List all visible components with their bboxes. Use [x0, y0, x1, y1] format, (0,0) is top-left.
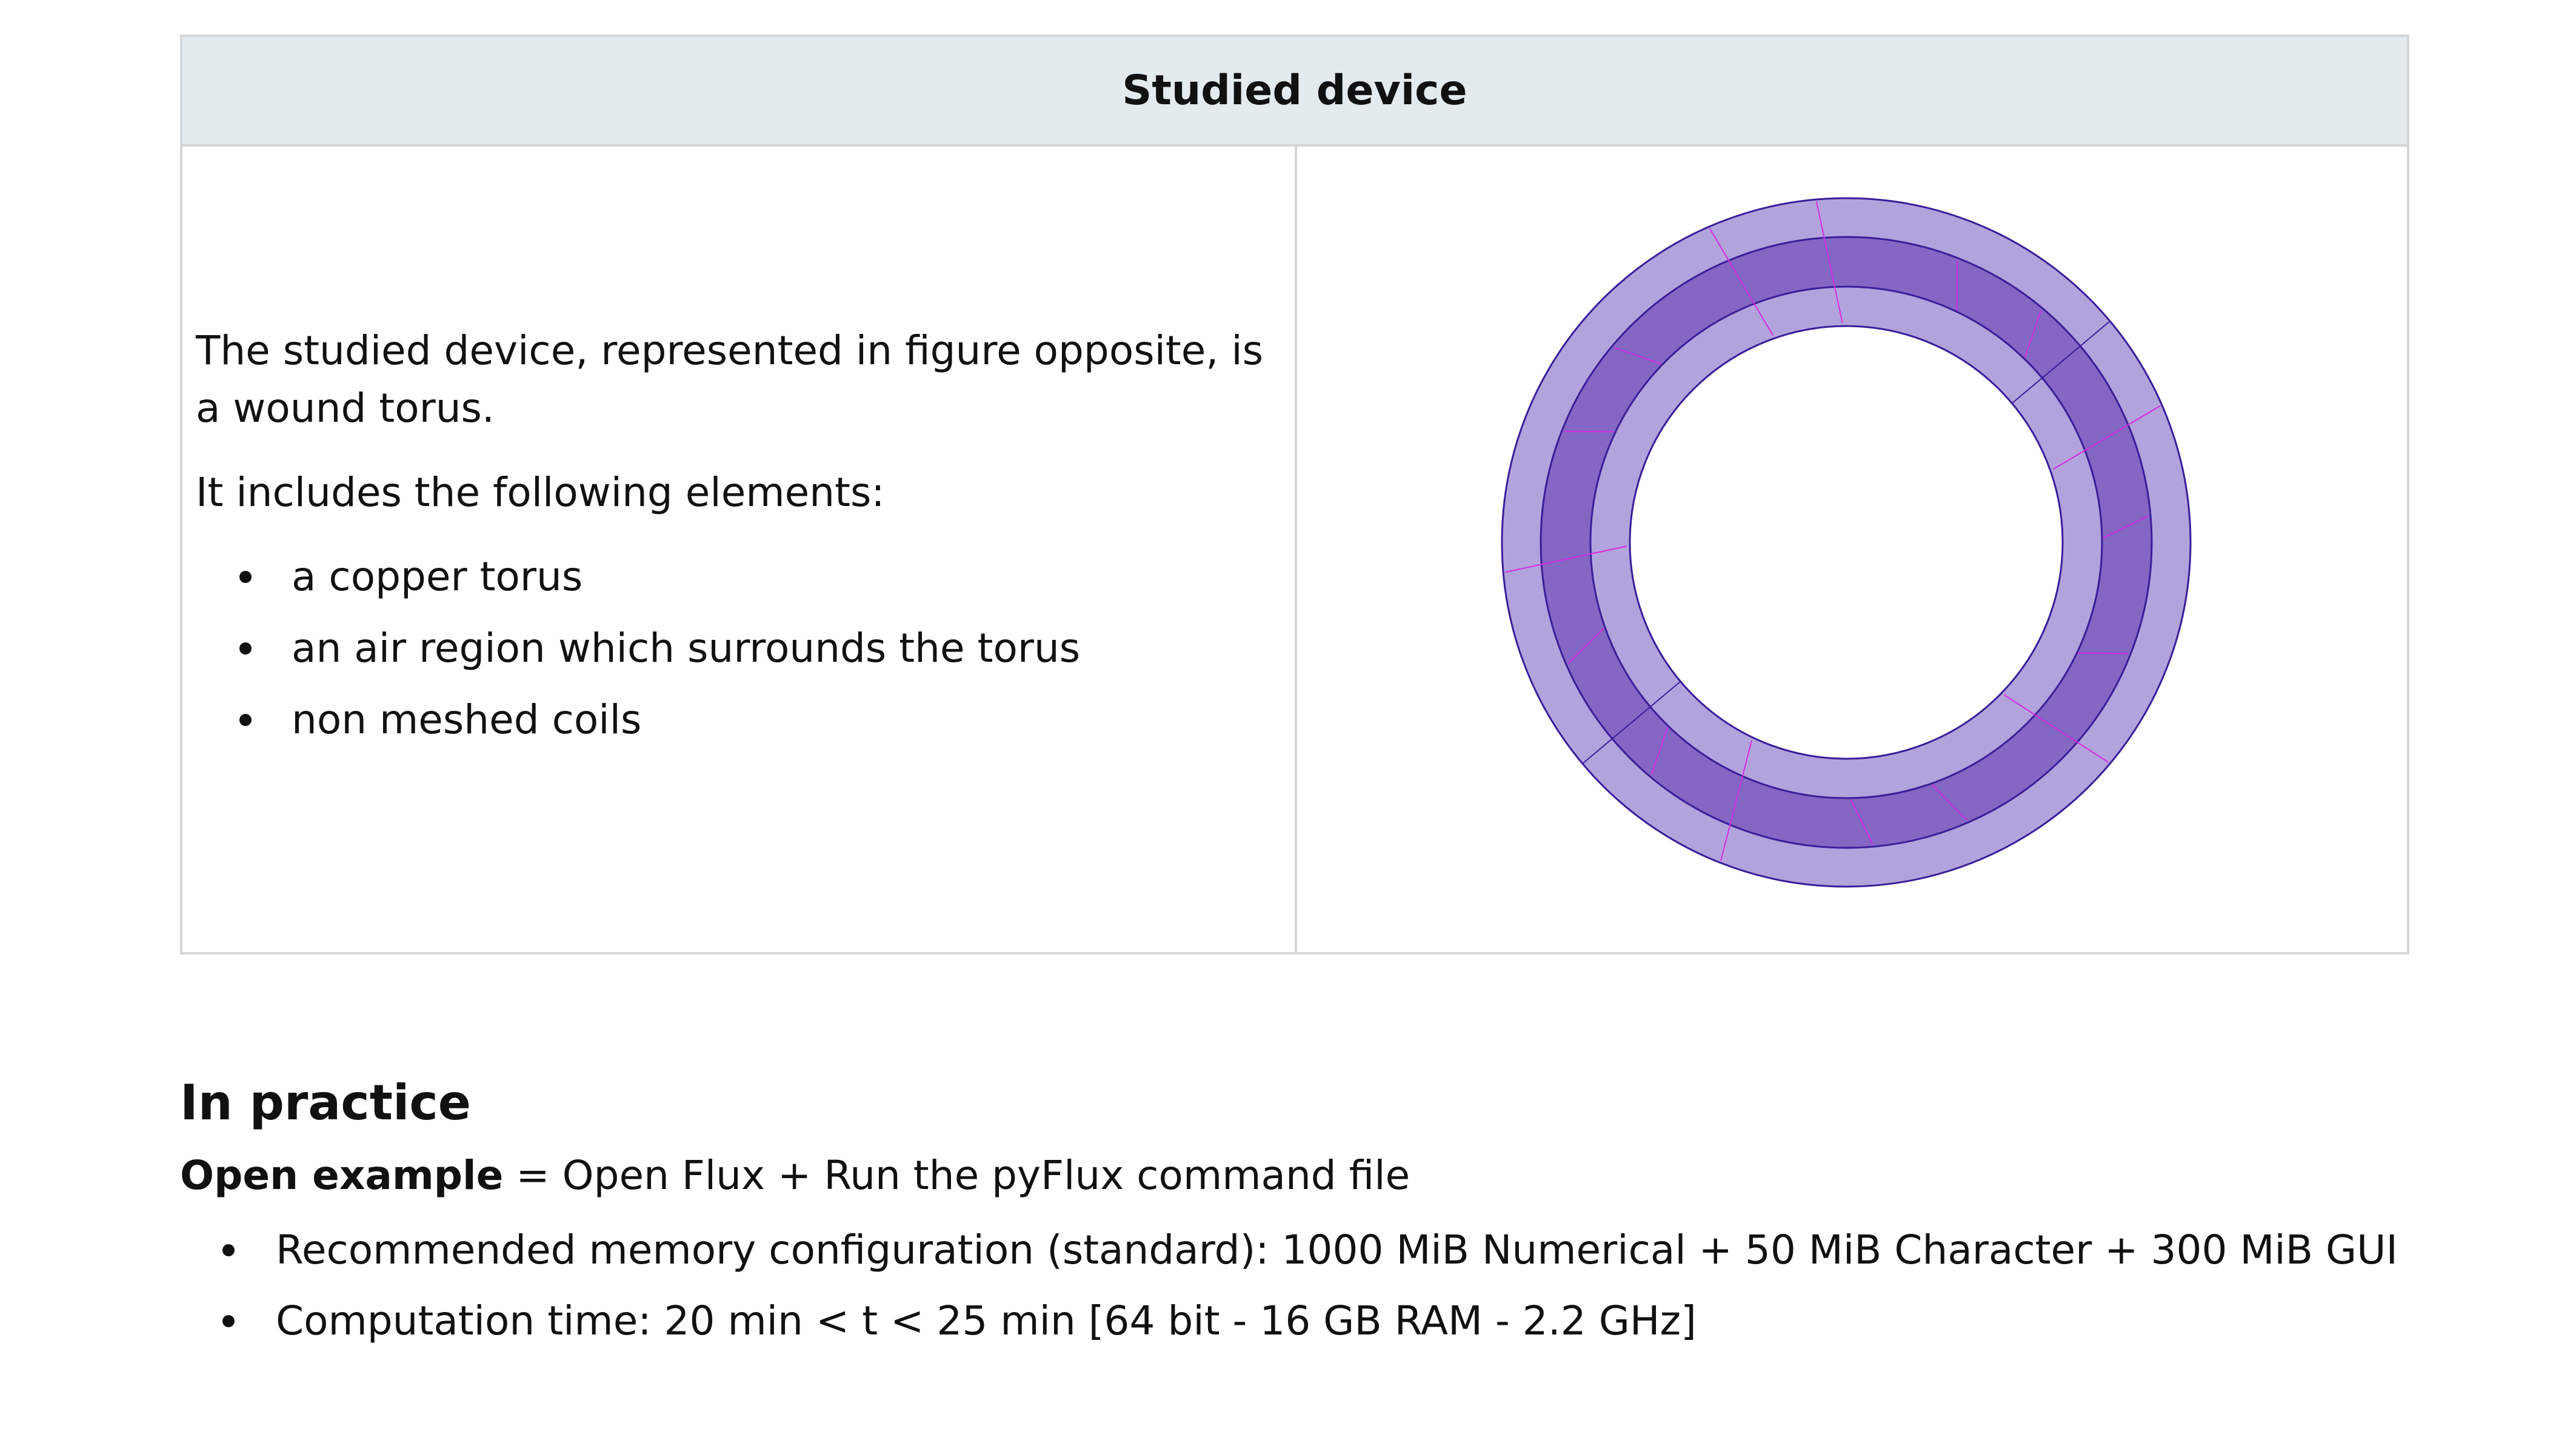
open-example-label: Open example — [180, 1152, 504, 1199]
region-divider-line — [1582, 681, 1681, 764]
elements-intro: It includes the following elements: — [196, 469, 885, 516]
description-paragraph: The studied device, represented in figur… — [196, 327, 1264, 431]
device-description: The studied device, represented in figur… — [196, 322, 1287, 762]
torus-hole — [1629, 325, 2064, 760]
practice-list: Recommended memory configuration (standa… — [180, 1221, 2423, 1350]
coil-mesh-line — [1709, 228, 1774, 336]
column-divider — [1295, 144, 1297, 952]
list-item: Computation time: 20 min < t < 25 min [6… — [180, 1292, 2423, 1350]
coil-mesh-line — [2024, 310, 2042, 358]
section-title: In practice — [180, 1074, 472, 1131]
list-item: non meshed coils — [196, 691, 1287, 748]
studied-device-table: Studied device The studied device, repre… — [180, 35, 2409, 954]
open-example-line: Open example = Open Flux + Run the pyFlu… — [180, 1147, 2423, 1204]
list-item: Recommended memory configuration (standa… — [180, 1221, 2423, 1279]
coil-mesh-line — [1815, 201, 1843, 324]
list-item: an air region which surrounds the torus — [196, 619, 1287, 677]
coil-mesh-line — [1650, 727, 1669, 775]
table-header: Studied device — [182, 37, 2407, 147]
region-divider-line — [2011, 321, 2111, 404]
coil-mesh-line — [2078, 652, 2129, 655]
coil-mesh-line — [1956, 260, 1958, 311]
in-practice-section: In practice Open example = Open Flux + R… — [180, 1073, 2423, 1363]
coil-mesh-line — [1564, 430, 1615, 433]
open-example-text: = Open Flux + Run the pyFlux command fil… — [503, 1152, 1410, 1199]
coil-mesh-line — [1613, 347, 1662, 365]
torus-figure — [1501, 197, 2192, 888]
elements-list: a copper torus an air region which surro… — [196, 548, 1287, 748]
list-item: a copper torus — [196, 548, 1287, 605]
coil-mesh-line — [1850, 799, 1874, 845]
coil-mesh-line — [1567, 627, 1604, 664]
coil-mesh-line — [1504, 545, 1627, 573]
coil-mesh-line — [2003, 694, 2109, 764]
coil-mesh-line — [1931, 784, 1968, 821]
coil-mesh-line — [2103, 515, 2149, 539]
coil-mesh-line — [2052, 405, 2161, 470]
coil-mesh-line — [1720, 740, 1753, 861]
